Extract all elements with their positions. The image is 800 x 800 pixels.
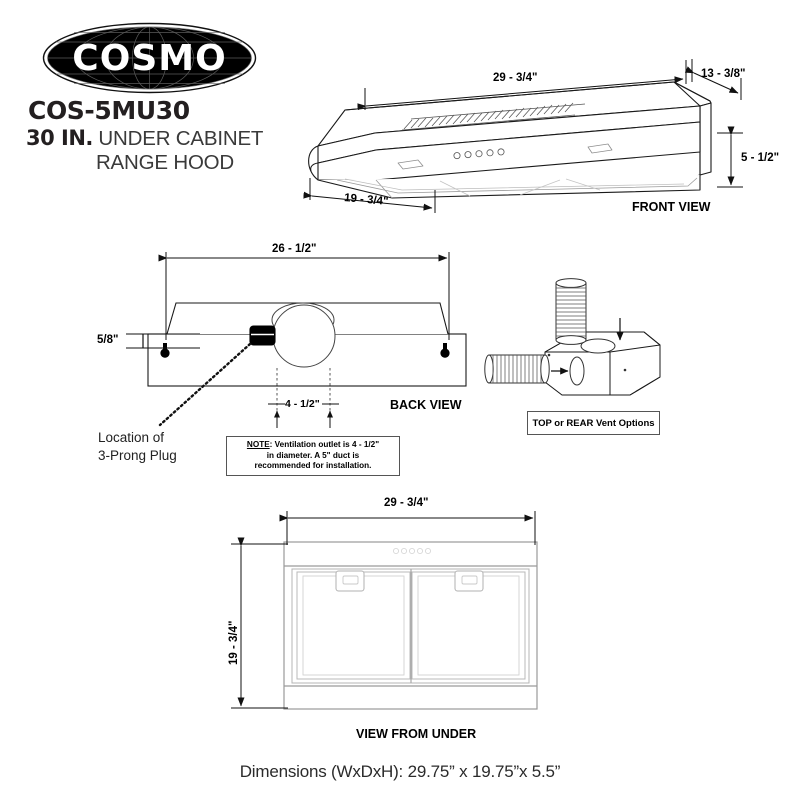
vent-options-label: TOP or REAR Vent Options [532,417,655,429]
overall-dimensions-caption: Dimensions (WxDxH): 29.75” x 19.75”x 5.5… [239,762,561,781]
under-view-drawing [283,541,538,710]
flexible-duct-horizontal [484,354,550,384]
back-offset-dimension-label: 5/8" [97,334,119,346]
vent-options-label-box: TOP or REAR Vent Options [527,411,660,435]
note-line1: : Ventilation outlet is 4 - 1/2" [269,440,380,450]
front-width-dimension-label: 29 - 3/4" [493,72,538,84]
flexible-duct-vertical [555,278,587,345]
ventilation-note-box: NOTE: Ventilation outlet is 4 - 1/2" in … [226,436,400,476]
globe-ellipse-logo [42,22,257,94]
front-view-dimension-lines [303,59,743,213]
plug-location-label: Location of 3-Prong Plug [98,429,177,465]
product-size: 30 IN. [26,126,93,150]
product-type: UNDER CABINET [92,127,264,150]
under-width-dimension-label: 29 - 3/4" [384,497,429,509]
outlet-dimension-label: 4 - 1/2" [285,398,320,410]
control-panel-buttons[interactable] [453,148,505,160]
under-view-dimension-lines [231,511,536,709]
ventilation-note-text: NOTE: Ventilation outlet is 4 - 1/2" in … [244,440,382,472]
note-line3: recommended for installation. [254,461,372,471]
front-view-drawing [308,81,712,199]
back-view-drawing [147,302,467,387]
plug-label-line1: Location of [98,430,165,445]
back-view-label: BACK VIEW [390,398,462,412]
back-view-dimension-lines [126,252,450,428]
note-bold-prefix: NOTE [246,440,270,450]
front-view-label: FRONT VIEW [632,200,711,214]
product-subtitle: 30 IN. UNDER CABINET RANGE HOOD [26,126,288,175]
plug-label-line2: 3-Prong Plug [98,448,177,463]
front-height-dimension-label: 5 - 1/2" [741,152,780,164]
note-line2: in diameter. A 5" duct is [266,450,360,460]
product-type-line2: RANGE HOOD [95,151,235,174]
under-view-label: VIEW FROM UNDER [356,727,477,741]
model-number: COS-5MU30 [28,96,190,125]
vent-options-drawing [484,278,661,396]
back-width-dimension-label: 26 - 1/2" [272,243,317,255]
under-depth-dimension-label: 19 - 3/4" [228,620,240,665]
filter-handle [454,570,484,592]
under-view-control-buttons [392,547,432,555]
front-top-depth-dimension-label: 13 - 3/8" [701,68,746,80]
filter-handle [335,570,365,592]
